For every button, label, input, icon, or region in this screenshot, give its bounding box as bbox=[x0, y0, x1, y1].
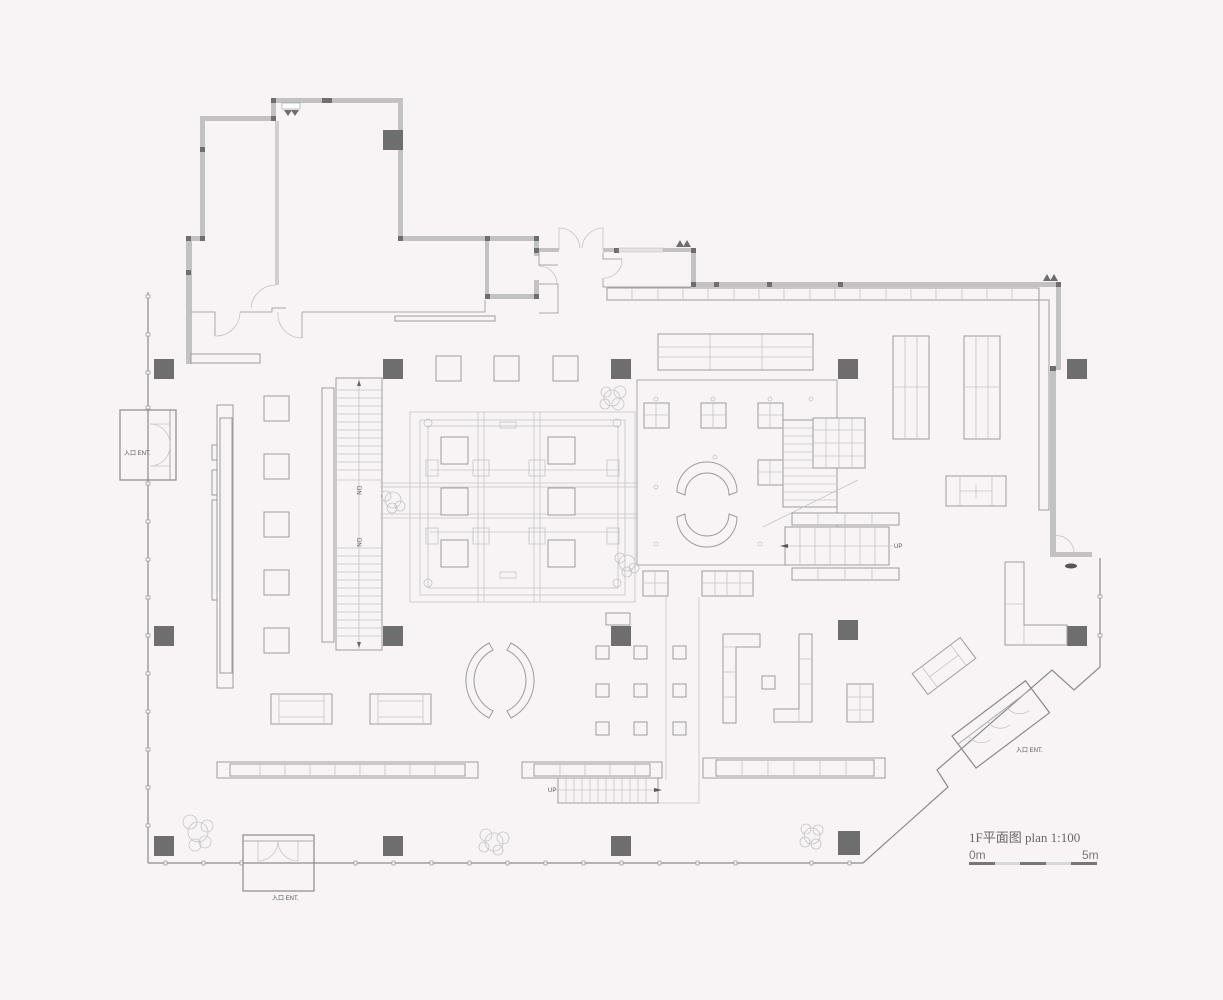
angled-sofa bbox=[911, 636, 977, 696]
plant-icon bbox=[380, 490, 406, 514]
plant-icon bbox=[614, 552, 640, 578]
exterior-walls bbox=[186, 98, 1092, 557]
entrance-southeast[interactable] bbox=[951, 679, 1051, 769]
plant-icon bbox=[599, 385, 627, 411]
plant-icon bbox=[799, 823, 824, 850]
scale-segment bbox=[1045, 862, 1072, 865]
scale-start-label: 0m bbox=[969, 848, 986, 862]
scale-segment bbox=[969, 862, 995, 865]
south-display-tables bbox=[270, 693, 432, 725]
annex-partitions bbox=[190, 121, 691, 364]
stair-east[interactable]: UP bbox=[762, 417, 902, 581]
scale-segment bbox=[994, 862, 1021, 865]
stair-label: UP bbox=[548, 788, 556, 794]
plants bbox=[182, 385, 824, 856]
entrance-label-southeast: 入口 ENT. bbox=[1016, 747, 1043, 754]
east-shelving bbox=[722, 633, 874, 724]
west-display-plinths bbox=[263, 395, 290, 654]
south-plinths bbox=[595, 612, 776, 736]
stair-south[interactable]: UP bbox=[548, 777, 662, 804]
west-shelf-column bbox=[321, 387, 335, 643]
plan-title: 1F平面图 plan 1:100 bbox=[969, 830, 1081, 845]
scale-end-label: 5m bbox=[1082, 848, 1099, 862]
scale-segment bbox=[1020, 862, 1046, 865]
stair-west[interactable]: DN DN bbox=[335, 377, 383, 651]
plant-icon bbox=[478, 828, 510, 856]
round-seating bbox=[465, 642, 535, 719]
entrance-south[interactable]: 入口 ENT. bbox=[242, 834, 315, 902]
scale-bar bbox=[969, 862, 1097, 865]
stair-label: DN bbox=[355, 486, 361, 495]
central-lattice-installation bbox=[380, 411, 637, 603]
stair-label: UP bbox=[894, 544, 902, 550]
west-display-wall bbox=[211, 404, 234, 689]
north-display-tables bbox=[657, 333, 1007, 507]
east-counter bbox=[1004, 535, 1077, 646]
glass-facade bbox=[145, 292, 1103, 866]
entrance-label-south: 入口 ENT. bbox=[272, 895, 299, 902]
south-counters bbox=[216, 757, 886, 779]
plant-icon bbox=[182, 814, 214, 852]
columns bbox=[154, 130, 1087, 856]
entrance-label-west: 入口 ENT. bbox=[124, 450, 151, 457]
north-plinths bbox=[435, 355, 579, 382]
north-wall-shelving bbox=[606, 287, 1050, 511]
scale-segment bbox=[1071, 862, 1097, 865]
stair-label: DN bbox=[355, 538, 361, 547]
entrance-west[interactable]: 入口 ENT. bbox=[119, 409, 177, 481]
